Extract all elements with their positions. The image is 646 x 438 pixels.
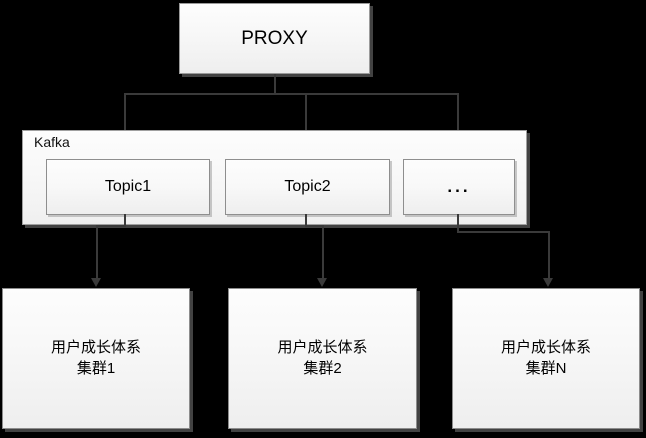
connector-topic1-stem bbox=[124, 214, 126, 226]
topic-box-ellipsis[interactable]: ... bbox=[403, 159, 515, 215]
connector-proxy-stem bbox=[274, 74, 276, 94]
cluster-node-2[interactable]: 用户成长体系 集群2 bbox=[228, 288, 417, 429]
connector-proxy-to-topic3 bbox=[457, 93, 459, 145]
topic-box-2[interactable]: Topic2 bbox=[225, 159, 390, 215]
topic-label-1: Topic1 bbox=[104, 178, 152, 196]
proxy-node[interactable]: PROXY bbox=[179, 3, 370, 74]
connector-proxy-to-topic2 bbox=[305, 93, 307, 145]
kafka-label: Kafka bbox=[34, 134, 70, 150]
connector-topic2-drop bbox=[322, 225, 324, 278]
topic-box-1[interactable]: Topic1 bbox=[46, 159, 210, 215]
connector-topic2-stem bbox=[305, 214, 307, 226]
connector-proxy-to-topic1 bbox=[124, 93, 126, 145]
cluster-node-3[interactable]: 用户成长体系 集群N bbox=[452, 288, 640, 429]
connector-topic3-drop bbox=[548, 231, 550, 278]
kafka-container[interactable]: Kafka Topic1 Topic2 ... bbox=[22, 130, 527, 225]
topic-label-2: Topic2 bbox=[284, 178, 331, 196]
arrowhead-cluster2 bbox=[317, 278, 327, 287]
connector-topic3-jog bbox=[457, 231, 550, 233]
connector-topic2-jog bbox=[305, 225, 323, 227]
arrowhead-cluster1 bbox=[91, 278, 101, 287]
connector-proxy-bus bbox=[124, 93, 458, 95]
arrowhead-cluster3 bbox=[543, 278, 553, 287]
topic-label-ellipsis: ... bbox=[447, 176, 471, 196]
connector-topic3-stem bbox=[457, 214, 459, 232]
proxy-label: PROXY bbox=[241, 27, 308, 49]
cluster-label-2: 用户成长体系 集群2 bbox=[277, 339, 368, 377]
connector-topic1-jog bbox=[96, 225, 126, 227]
cluster-node-1[interactable]: 用户成长体系 集群1 bbox=[2, 288, 190, 429]
connector-topic1-drop bbox=[96, 225, 98, 278]
cluster-label-1: 用户成长体系 集群1 bbox=[50, 339, 141, 377]
cluster-label-3: 用户成长体系 集群N bbox=[500, 339, 591, 377]
